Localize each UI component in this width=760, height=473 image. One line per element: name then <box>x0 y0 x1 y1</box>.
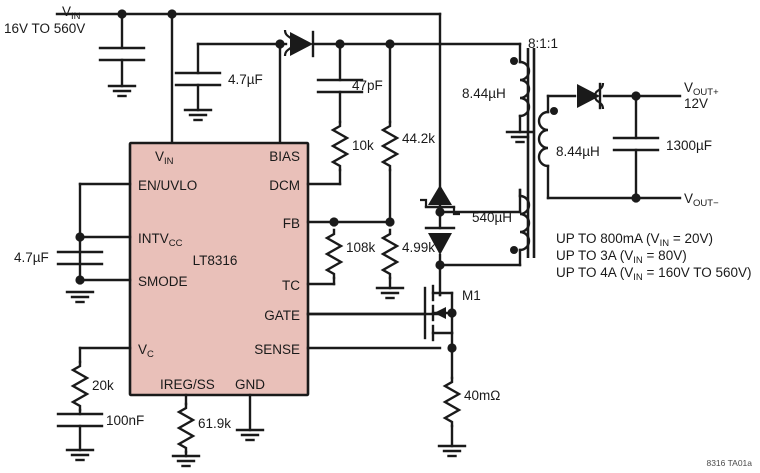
junction-dot <box>385 39 395 49</box>
ic-pin-ireg-ss: IREG/SS <box>160 377 215 392</box>
vc-compensation-network <box>56 346 104 462</box>
ic-part-number: LT8316 <box>193 253 238 268</box>
label-l-secondary: 8.44µH <box>556 144 600 159</box>
label-r-4k99: 4.99k <box>402 240 435 255</box>
ic-pin-intvcc: INTVCC <box>138 231 183 249</box>
label-c-out: 1300µF <box>666 138 712 153</box>
label-r-61k9: 61.9k <box>198 416 231 431</box>
vin-decoupling-capacitor <box>174 42 282 122</box>
bias-rectifier-diode <box>278 29 442 58</box>
label-vin-rail: VIN <box>62 4 81 22</box>
rating-line-2: UP TO 3A (VIN = 80V) <box>556 248 687 266</box>
junction-dot <box>167 9 177 19</box>
resistor-10k <box>306 120 350 186</box>
label-l-aux: 8.44µH <box>462 86 506 101</box>
label-vin-range: 16V TO 560V <box>4 21 85 36</box>
label-r-20k: 20k <box>92 378 114 393</box>
ic-pin-vin: VIN <box>155 149 174 167</box>
ic-pin-fb: FB <box>283 216 300 231</box>
label-l-primary: 540µH <box>472 210 512 225</box>
gnd-pin-ground <box>235 428 265 442</box>
label-r-sense: 40mΩ <box>464 388 500 403</box>
label-vout-voltage: 12V <box>684 96 708 111</box>
junction-dot <box>117 9 127 19</box>
ic-pin-gnd: GND <box>235 377 265 392</box>
ic-pin-bias: BIAS <box>269 149 300 164</box>
label-c-vin: 4.7µF <box>228 72 263 87</box>
resistor-4k99 <box>375 228 405 300</box>
junction-dot <box>75 275 85 285</box>
winding-aux <box>438 42 535 144</box>
label-r-108k: 108k <box>346 240 376 255</box>
label-turns-ratio: 8:1:1 <box>528 36 558 51</box>
resistor-108k <box>306 228 344 286</box>
rating-line-3: UP TO 4A (VIN = 160V TO 560V) <box>556 265 752 283</box>
input-bulk-capacitor <box>98 46 146 98</box>
label-c-vc: 100nF <box>106 413 144 428</box>
ic-pin-tc: TC <box>282 278 300 293</box>
junction-dot <box>329 217 339 227</box>
ic-lt8316-body <box>128 141 310 397</box>
label-r-44k2: 44.2k <box>402 131 435 146</box>
label-vout-neg: VOUT− <box>684 191 719 209</box>
label-r-10k: 10k <box>352 138 374 153</box>
label-mosfet: M1 <box>462 288 481 303</box>
sense-resistor <box>437 346 467 458</box>
ic-pin-smode: SMODE <box>138 274 188 289</box>
junction-dot <box>447 308 457 318</box>
ic-pin-sense: SENSE <box>254 342 300 357</box>
label-c-intvcc: 4.7µF <box>14 250 49 265</box>
ic-pin-dcm: DCM <box>269 178 300 193</box>
figure-caption: 8316 TA01a <box>706 458 752 468</box>
rating-line-1: UP TO 800mA (VIN = 20V) <box>556 231 713 249</box>
winding-primary <box>510 188 531 267</box>
bias-47pf-capacitor <box>316 42 364 124</box>
winding-secondary <box>537 94 638 200</box>
ireg-ss-resistor <box>171 402 201 468</box>
en-uvlo-intvcc-network <box>56 182 104 304</box>
output-capacitor <box>612 94 660 200</box>
ic-pin-en-uvlo: EN/UVLO <box>138 178 197 193</box>
junction-dot <box>385 217 395 227</box>
output-rectifier-diode <box>577 82 682 110</box>
junction-dot <box>75 232 85 242</box>
ic-pin-vc: VC <box>138 342 154 360</box>
mosfet-m1 <box>306 284 454 350</box>
resistor-44k2 <box>380 42 400 224</box>
label-vout-pos: VOUT+ <box>684 80 719 98</box>
label-c-bias: 47pF <box>352 78 383 93</box>
ic-pin-gate: GATE <box>264 308 300 323</box>
